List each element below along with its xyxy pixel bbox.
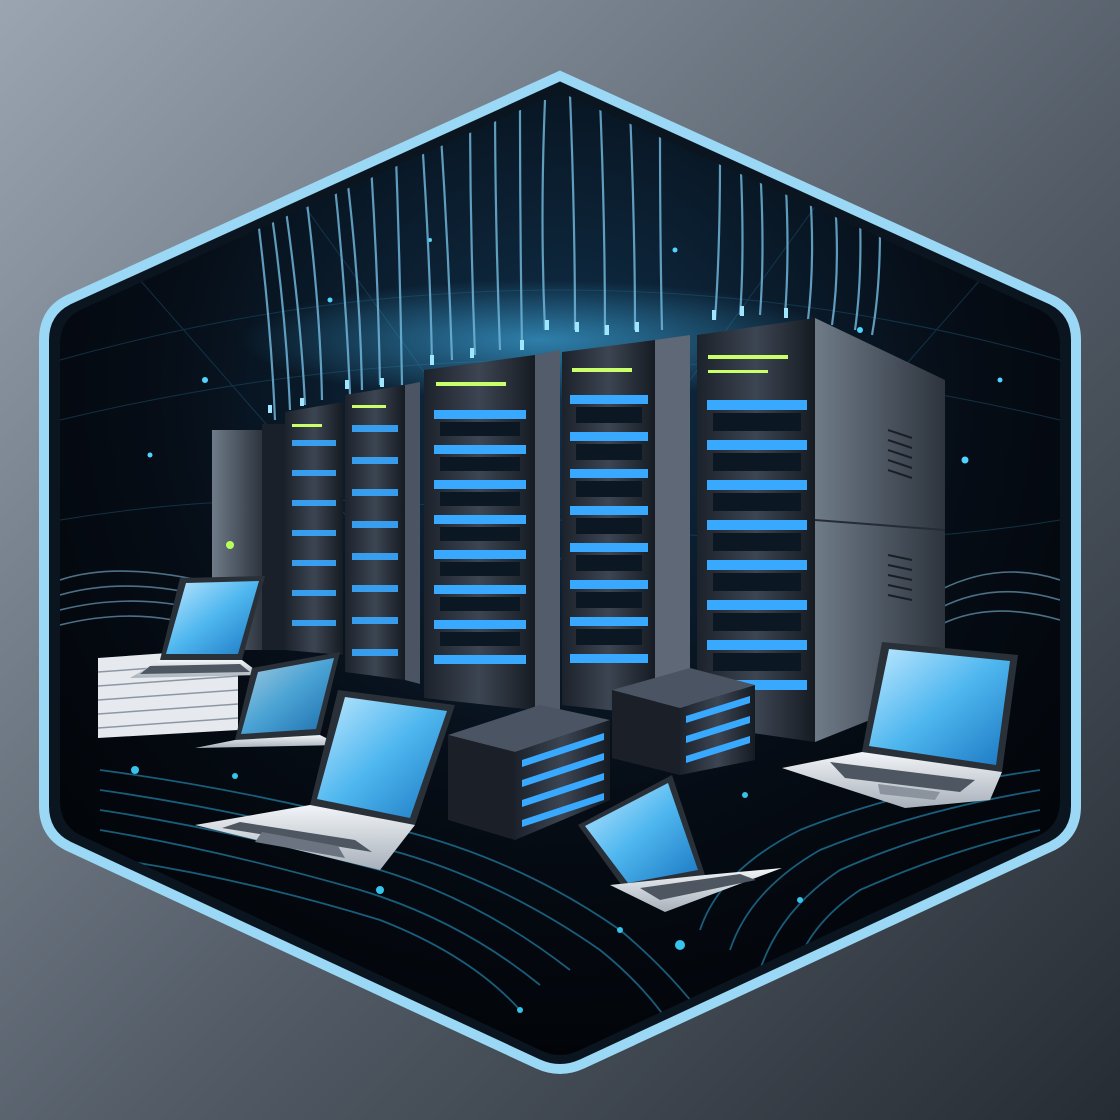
server-rack-2: [345, 382, 420, 684]
server-rack-5: [697, 318, 946, 742]
cable-connectors: [268, 306, 788, 413]
small-server-unit-2: [612, 668, 755, 775]
server-rack-1: [285, 402, 343, 655]
server-rack-3: [424, 350, 560, 715]
laptop-front-center: [578, 775, 782, 912]
vent-grille: [887, 429, 913, 601]
laptop-middle-left: [195, 652, 340, 748]
small-server-unit-1: [448, 705, 610, 840]
laptop-right: [782, 642, 1018, 808]
network-nodes: [147, 238, 1003, 549]
laptop-back-left: [130, 576, 265, 678]
laptop-front-left: [195, 690, 455, 870]
server-rack-4: [562, 335, 690, 720]
